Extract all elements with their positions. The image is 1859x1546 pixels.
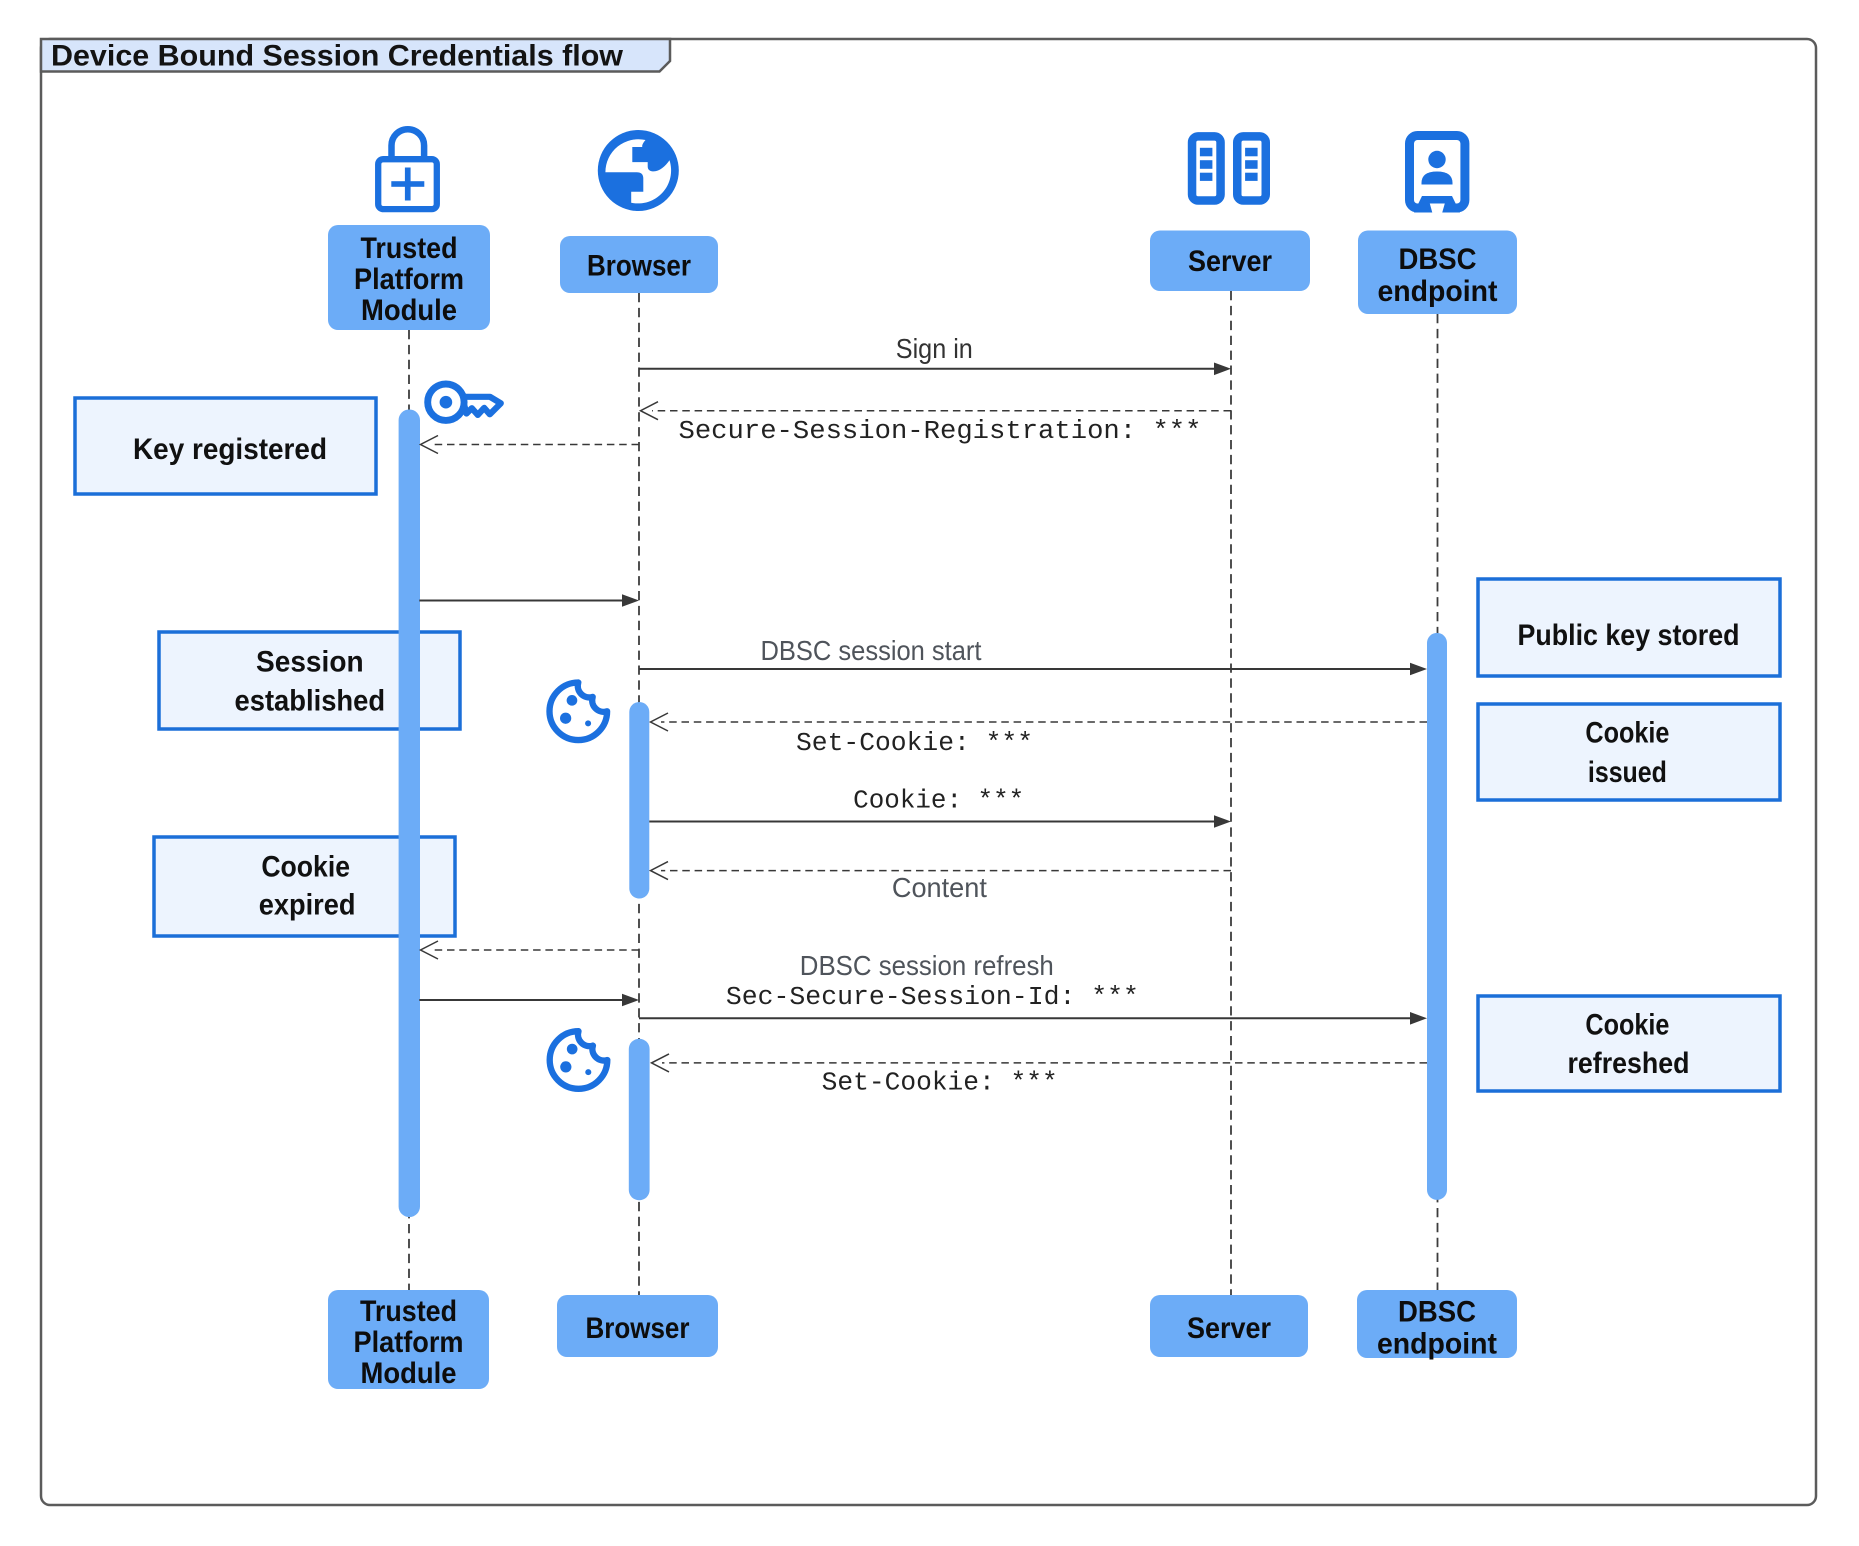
- svg-text:DBSC session refresh: DBSC session refresh: [800, 950, 1054, 981]
- svg-text:Browser: Browser: [586, 1312, 690, 1345]
- svg-text:Platform: Platform: [354, 1326, 464, 1359]
- svg-text:refreshed: refreshed: [1568, 1047, 1690, 1080]
- svg-text:Cookie: Cookie: [1585, 717, 1669, 750]
- svg-text:Platform: Platform: [354, 263, 464, 296]
- svg-text:expired: expired: [259, 889, 356, 922]
- svg-text:Sign in: Sign in: [896, 333, 973, 364]
- svg-text:endpoint: endpoint: [1377, 1328, 1497, 1361]
- svg-text:Module: Module: [361, 1357, 457, 1390]
- svg-text:Set-Cookie: ***: Set-Cookie: ***: [822, 1069, 1058, 1098]
- svg-text:Sec-Secure-Session-Id: ***: Sec-Secure-Session-Id: ***: [726, 983, 1139, 1012]
- svg-text:Content: Content: [892, 872, 987, 903]
- svg-text:established: established: [235, 684, 386, 717]
- svg-text:Cookie: Cookie: [1585, 1009, 1669, 1042]
- svg-text:DBSC: DBSC: [1399, 243, 1477, 276]
- svg-text:Device Bound Session Credentia: Device Bound Session Credentials flow: [51, 40, 624, 73]
- svg-text:Server: Server: [1187, 1312, 1271, 1345]
- svg-text:Public key stored: Public key stored: [1518, 619, 1740, 652]
- svg-text:Trusted: Trusted: [360, 1295, 457, 1328]
- svg-text:endpoint: endpoint: [1378, 275, 1498, 308]
- svg-text:Key registered: Key registered: [133, 433, 327, 466]
- svg-text:Secure-Session-Registration: *: Secure-Session-Registration: ***: [679, 417, 1202, 446]
- svg-text:Trusted: Trusted: [361, 232, 458, 265]
- svg-text:issued: issued: [1588, 756, 1667, 789]
- svg-text:DBSC session start: DBSC session start: [761, 635, 982, 666]
- svg-text:DBSC: DBSC: [1398, 1296, 1476, 1329]
- svg-text:Server: Server: [1188, 245, 1272, 278]
- svg-text:Browser: Browser: [587, 250, 691, 283]
- svg-text:Cookie: ***: Cookie: ***: [853, 787, 1024, 816]
- svg-text:Module: Module: [361, 294, 457, 327]
- svg-text:Cookie: Cookie: [261, 851, 350, 884]
- svg-text:Session: Session: [256, 646, 364, 679]
- svg-text:Set-Cookie: ***: Set-Cookie: ***: [796, 729, 1033, 758]
